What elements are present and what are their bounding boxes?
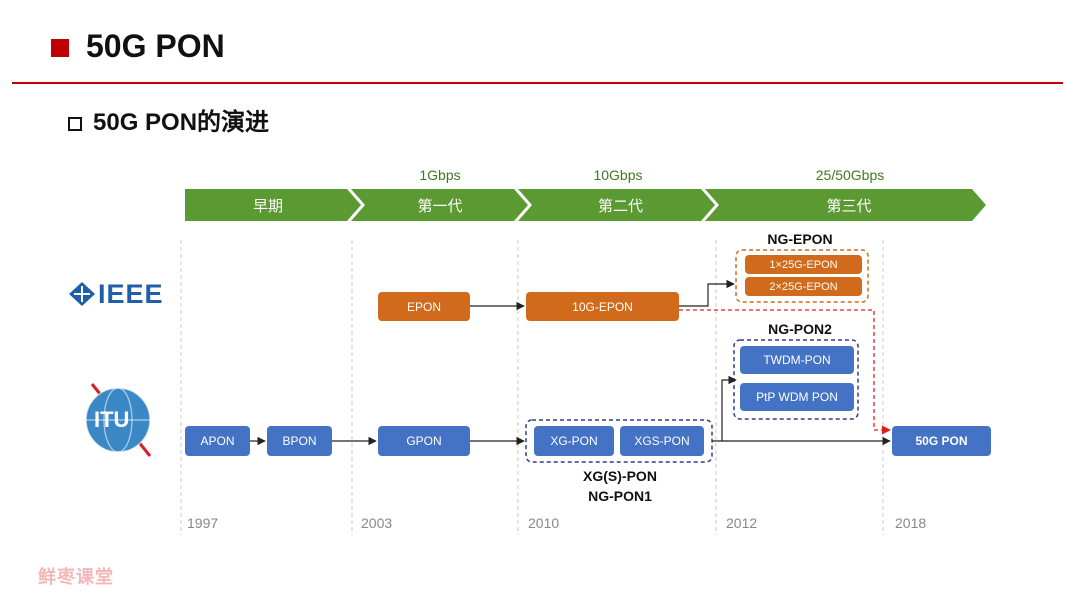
title-divider <box>12 82 1063 84</box>
node-50g-pon: 50G PON <box>892 426 991 456</box>
node-twdm-pon: TWDM-PON <box>740 346 854 374</box>
node-bpon: BPON <box>267 426 332 456</box>
speed-label-gen2: 10Gbps <box>593 167 643 183</box>
title-bullet <box>51 39 69 57</box>
node-ptp-wdm-pon: PtP WDM PON <box>740 383 854 411</box>
watermark: 鲜枣课堂 <box>38 567 114 587</box>
node-xgs-pon: XGS-PON <box>620 426 704 456</box>
page-title: 50G PON <box>86 28 225 64</box>
chevron-gen1 <box>351 189 528 221</box>
chevron-label-gen1: 第一代 <box>417 197 463 215</box>
chevron-label-early: 早期 <box>252 197 283 215</box>
ng-epon-label: NG-EPON <box>767 231 833 247</box>
ieee-logo-icon <box>69 282 95 306</box>
year-label-2012: 2012 <box>726 515 758 531</box>
itu-logo-icon <box>85 383 152 457</box>
ng-pon1-group-label: NG-PON1 <box>588 488 652 504</box>
year-label-1997: 1997 <box>187 515 219 531</box>
year-label-2018: 2018 <box>895 515 927 531</box>
node-2x25g-epon: 2×25G-EPON <box>745 277 862 296</box>
node-apon: APON <box>185 426 250 456</box>
ng-epon-group-outline <box>735 249 869 303</box>
node-gpon: GPON <box>378 426 470 456</box>
chevron-gen2 <box>518 189 715 221</box>
ng-pon2-label: NG-PON2 <box>768 321 832 337</box>
year-gridlines <box>180 240 884 535</box>
chevron-gen3 <box>705 189 986 221</box>
chevron-early <box>185 189 361 221</box>
node-1x25g-epon: 1×25G-EPON <box>745 255 862 274</box>
connectors <box>250 279 891 446</box>
speed-label-gen3: 25/50Gbps <box>815 167 885 183</box>
timeline-chevrons <box>185 189 986 221</box>
xgs-pon-group-label: XG(S)-PON <box>583 468 657 484</box>
node-10g-epon: 10G-EPON <box>526 292 679 321</box>
year-label-2010: 2010 <box>528 515 560 531</box>
chevron-label-gen3: 第三代 <box>826 197 872 215</box>
subtitle-bullet <box>68 117 82 131</box>
node-xg-pon: XG-PON <box>534 426 614 456</box>
node-epon: EPON <box>378 292 470 321</box>
itu-logo: ITU <box>94 407 130 432</box>
speed-label-gen1: 1Gbps <box>419 167 461 183</box>
ieee-logo: IEEE <box>98 279 164 309</box>
chevron-label-gen2: 第二代 <box>597 197 643 215</box>
red-connector <box>679 309 891 435</box>
section-subtitle: 50G PON的演进 <box>93 109 270 136</box>
year-label-2003: 2003 <box>361 515 393 531</box>
